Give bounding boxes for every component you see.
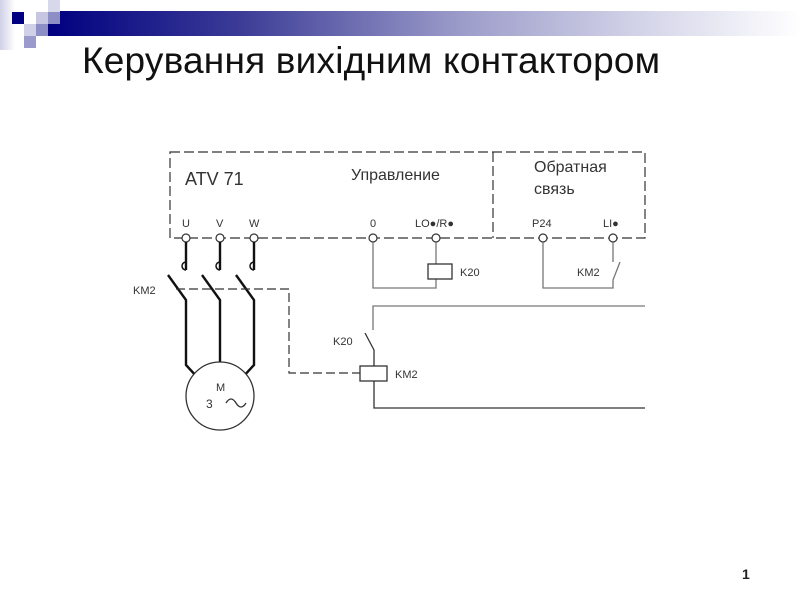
- terminal-zero-label: 0: [370, 218, 376, 230]
- k20-contact-label: K20: [333, 336, 353, 348]
- terminal-p24-label: P24: [532, 218, 552, 230]
- mechanical-linkage: [176, 288, 360, 374]
- terminal-w: [249, 233, 259, 243]
- contact-hook-w: [249, 261, 255, 271]
- decor-square: [48, 12, 60, 24]
- decor-square: [24, 36, 36, 48]
- control-section-label: Управление: [351, 167, 440, 184]
- decor-square: [12, 12, 24, 24]
- terminal-v-label: V: [216, 218, 224, 230]
- ac-wave-icon: [225, 398, 247, 408]
- feedback-section-label-2: связь: [534, 181, 575, 198]
- header-bar: [48, 11, 800, 36]
- terminal-v: [215, 233, 225, 243]
- km2-main-contact-label: KM2: [133, 285, 156, 297]
- motor-symbol: [185, 361, 255, 431]
- decor-square: [0, 0, 15, 50]
- k20-coil: [427, 263, 453, 280]
- supply-line-bottom: [373, 381, 645, 409]
- drive-label: ATV 71: [185, 169, 244, 189]
- terminal-zero: [368, 233, 378, 243]
- k20-coil-circuit: [372, 242, 437, 289]
- drive-enclosure: [169, 151, 646, 239]
- terminal-lo-r-label: LO●/R●: [415, 218, 454, 230]
- motor-label: M: [216, 382, 225, 394]
- terminal-p24: [538, 233, 548, 243]
- feedback-section-label: Обратная: [534, 159, 607, 176]
- km2-feedback-contact-label: KM2: [577, 267, 600, 279]
- power-line-u: [167, 242, 199, 379]
- terminal-li: [608, 233, 618, 243]
- terminal-li-label: LI●: [603, 218, 619, 230]
- contact-hook-u: [181, 261, 187, 271]
- terminal-u-label: U: [182, 218, 190, 230]
- k20-coil-label: K20: [460, 267, 480, 279]
- km2-coil-label: KM2: [395, 369, 418, 381]
- contact-hook-v: [215, 261, 221, 271]
- power-line-v: [201, 242, 222, 362]
- decor-square: [48, 0, 60, 12]
- terminal-lo-r: [431, 233, 441, 243]
- km2-coil: [359, 365, 388, 382]
- k20-contact: [364, 332, 375, 366]
- decor-square: [36, 12, 48, 24]
- supply-line-top: [372, 305, 645, 330]
- page-number: 1: [742, 566, 750, 582]
- power-line-w: [235, 242, 256, 379]
- decor-square: [24, 24, 36, 36]
- slide-title: Керування вихідним контактором: [82, 40, 661, 81]
- terminal-u: [181, 233, 191, 243]
- motor-phases-label: 3: [206, 397, 213, 411]
- feedback-circuit: [542, 242, 621, 289]
- decor-square: [36, 24, 48, 36]
- terminal-w-label: W: [249, 218, 260, 230]
